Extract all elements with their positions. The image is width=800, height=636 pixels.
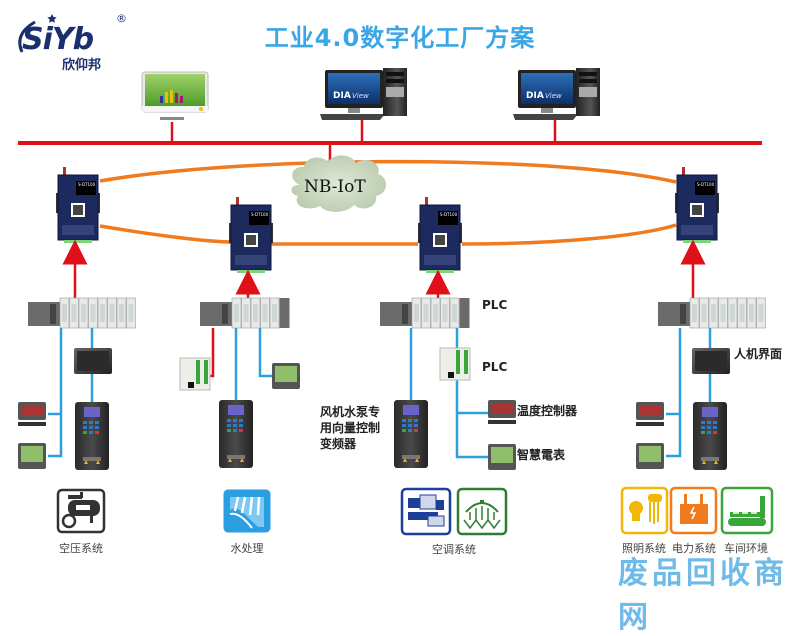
svg-text:View: View [545, 92, 562, 100]
smart-meter [636, 443, 664, 469]
wireless-ring-top [99, 159, 677, 184]
workshop-icon [720, 486, 774, 535]
system-label-air-compressor: 空压系统 [59, 542, 103, 555]
logo-brand: SiYb [22, 22, 94, 57]
svg-text:S-DT100: S-DT100 [251, 212, 269, 217]
field-devices [18, 347, 730, 470]
air-compressor-icon [56, 488, 106, 534]
monitor-display [141, 71, 209, 120]
inverter-label-line-1: 风机水泵专 [320, 405, 381, 419]
system-label-power: 电力系统 [672, 542, 716, 555]
inverter-label-line-2: 用向量控制 [320, 421, 381, 435]
cooling-tower-icon [456, 487, 508, 536]
lighting-icon [620, 486, 669, 535]
fieldbus-g4-meter [666, 328, 682, 458]
temperature-controller [636, 402, 664, 426]
plc-rack [658, 297, 766, 329]
iot-gateway: S-DT100 [418, 197, 462, 273]
svg-text:S-DT100: S-DT100 [78, 182, 96, 187]
plc-rack [200, 297, 290, 329]
inverter-label-line-3: 变频器 [320, 437, 357, 451]
company-logo [18, 14, 57, 53]
fieldbus-g2-meter [258, 328, 272, 378]
watermark: 废品回收商网 [618, 556, 788, 635]
smart-meter-label: 智慧電表 [517, 448, 566, 462]
plc-rack [28, 297, 136, 329]
svg-text:DIA: DIA [526, 91, 544, 101]
iot-gateway: S-DT100 [675, 167, 719, 243]
antenna-icon [682, 167, 685, 177]
iot-gateway: S-DT100 [229, 197, 273, 273]
smart-meter [18, 443, 46, 469]
system-label-hvac: 空调系统 [432, 543, 476, 556]
inverter-label: 风机水泵专 用向量控制 变频器 [320, 404, 380, 452]
hmi-label: 人机界面 [734, 347, 783, 361]
hmi-panel [74, 348, 112, 374]
plc-group [28, 297, 766, 329]
water-treatment-icon [223, 489, 271, 533]
transformer-icon [669, 486, 718, 535]
compact-plc [439, 347, 471, 381]
chiller-icon [400, 487, 452, 536]
wireless-ring-right [461, 223, 677, 246]
antenna-icon [236, 197, 239, 207]
svg-text:View: View [352, 92, 369, 100]
smart-meter [272, 363, 300, 389]
plc-rack [380, 297, 470, 329]
iot-gateway: S-DT100 [56, 167, 100, 243]
nb-iot-cloud [291, 155, 387, 212]
system-label-lighting: 照明系统 [622, 542, 666, 555]
temperature-controller [18, 402, 46, 426]
plc-label-1: PLC [482, 298, 508, 312]
hmi-panel [692, 348, 730, 374]
vfd-inverter [394, 400, 428, 468]
antenna-icon [63, 167, 66, 177]
cloud-label: NB-IoT [304, 177, 366, 197]
vfd-inverter [693, 402, 727, 470]
fieldbus-g3-meter [455, 380, 488, 459]
svg-text:DIA: DIA [333, 91, 351, 101]
temperature-controller [488, 400, 516, 424]
system-label-water-treatment: 水处理 [230, 542, 264, 555]
system-label-workshop: 车间环境 [724, 542, 768, 555]
logo-chinese-name: 欣仰邦 [62, 58, 102, 73]
plc-label-2: PLC [482, 360, 508, 374]
page-title: 工业4.0数字化工厂方案 [264, 24, 536, 52]
temp-controller-label: 温度控制器 [517, 404, 578, 418]
compact-plc [179, 357, 211, 391]
svg-text:S-DT100: S-DT100 [697, 182, 715, 187]
fieldbus-g1-meter [48, 328, 63, 458]
smart-meter [488, 444, 516, 470]
registered-mark: ® [116, 12, 127, 25]
vfd-inverter [75, 402, 109, 470]
wireless-ring-left [99, 224, 233, 244]
vfd-inverter [219, 400, 253, 468]
scada-workstation-1: DIA View [320, 68, 407, 120]
uplink-arrows [62, 239, 706, 300]
svg-text:S-DT100: S-DT100 [440, 212, 458, 217]
antenna-icon [425, 197, 428, 207]
star-icon [47, 14, 57, 23]
scada-workstation-2: DIA View [513, 68, 600, 120]
